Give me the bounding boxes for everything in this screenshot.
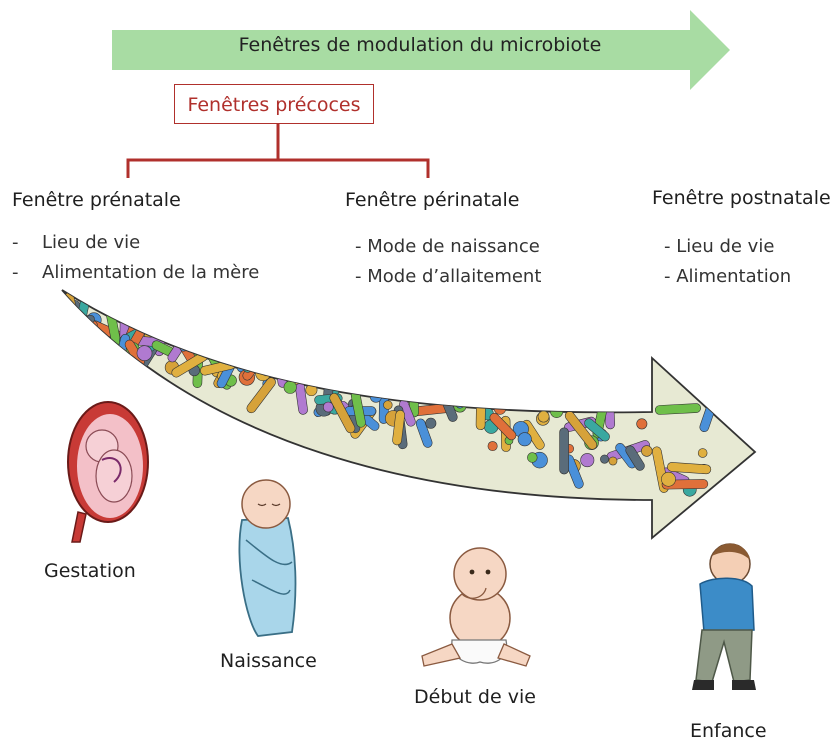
microbe-shape [443,372,466,401]
microbe-shape [232,347,247,362]
microbe-shape [475,400,486,431]
banner-label: Fenêtres de modulation du microbiote [238,34,602,56]
list-item: - Lieu de vie [664,232,791,262]
item-text: Lieu de vie [42,232,141,253]
microbe-shape [484,386,500,402]
crouching-child-illustration [692,543,756,690]
early-windows-box: Fenêtres précoces [174,84,374,124]
microbe-shape [322,401,334,413]
microbe-shape [625,445,645,471]
window-list-prenatal: - Lieu de vie - Alimentation de la mère [12,228,259,288]
early-windows-label: Fenêtres précoces [187,94,361,116]
microbe-shape [347,374,359,386]
microbe-shape [279,357,312,376]
microbe-shape [366,375,403,386]
list-item: - Mode d’allaitement [355,262,541,292]
microbe-shape [455,376,478,409]
item-text: Alimentation de la mère [42,262,260,283]
microbe-shape [584,418,610,442]
microbe-shape [425,417,437,429]
microbe-shape [600,454,610,464]
microbe-shape [415,418,433,448]
stage-label-debut-de-vie: Début de vie [414,686,536,708]
microbe-shape [636,418,648,430]
microbe-shape [697,448,708,458]
microbe-shape [537,396,554,413]
microbe-shape [366,384,376,394]
microbe-shape [450,388,483,402]
microbe-shape [404,365,439,398]
microbe-shape [489,412,517,441]
microbe-shape [219,347,260,366]
microbe-shape [641,445,653,457]
window-title-postnatal: Fenêtre postnatale [652,187,831,209]
list-item: - Alimentation [664,262,791,292]
list-item: - Lieu de vie [12,228,259,258]
microbe-shape [559,427,569,475]
microbe-shape [136,345,153,362]
item-text: Lieu de vie [676,236,775,257]
bullet-dash: - [12,232,19,253]
microbe-shape [442,378,454,390]
microbe-shape [64,292,80,325]
banner-arrow [112,10,730,90]
microbe-shape [246,377,276,414]
item-text: Mode d’allaitement [367,266,542,287]
microbe-shape [383,400,393,410]
microbe-shape [471,381,510,407]
bullet-dash: - [355,266,368,287]
microbe-shape [86,314,95,324]
microbe-shape [336,373,373,388]
bullet-dash: - [12,262,19,283]
microbe-shape [517,432,532,447]
microbe-shape [403,366,429,399]
swaddled-newborn-illustration [238,479,297,637]
item-text: Alimentation [676,266,792,287]
microbe-shape [654,403,702,415]
microbe-shape [242,341,256,373]
microbe-shape [267,365,280,378]
microbe-shape [608,456,618,466]
stage-label-naissance: Naissance [220,650,317,672]
microbiota-arrow-illustration [61,289,757,540]
gestation-illustration [67,401,149,543]
microbe-shape [223,351,237,364]
window-title-prenatal: Fenêtre prénatale [12,189,181,211]
microbe-shape [388,373,405,390]
microbe-shape [392,410,405,446]
early-windows-bracket [126,124,430,178]
microbe-shape [661,471,676,487]
microbe-shape [537,410,550,423]
list-item: - Alimentation de la mère [12,258,259,288]
microbe-shape [527,452,538,463]
microbe-shape [487,441,498,452]
window-list-perinatal: - Mode de naissance - Mode d’allaitement [355,232,541,292]
microbe-shape [580,453,595,468]
stage-label-gestation: Gestation [44,560,136,582]
bullet-dash: - [355,236,368,257]
microbe-shape [329,393,356,434]
microbe-shape [416,367,434,397]
window-title-perinatal: Fenêtre périnatale [345,189,520,211]
stage-label-enfance: Enfance [690,720,767,742]
window-list-postnatal: - Lieu de vie - Alimentation [664,232,791,292]
microbe-shape [667,462,712,475]
microbe-shape [275,355,288,369]
microbe-shape [564,410,598,450]
bullet-dash: - [664,236,677,257]
list-item: - Mode de naissance [355,232,541,262]
microbe-shape [337,365,353,382]
sitting-baby-illustration [421,547,531,667]
item-text: Mode de naissance [367,236,540,257]
bullet-dash: - [664,266,677,287]
